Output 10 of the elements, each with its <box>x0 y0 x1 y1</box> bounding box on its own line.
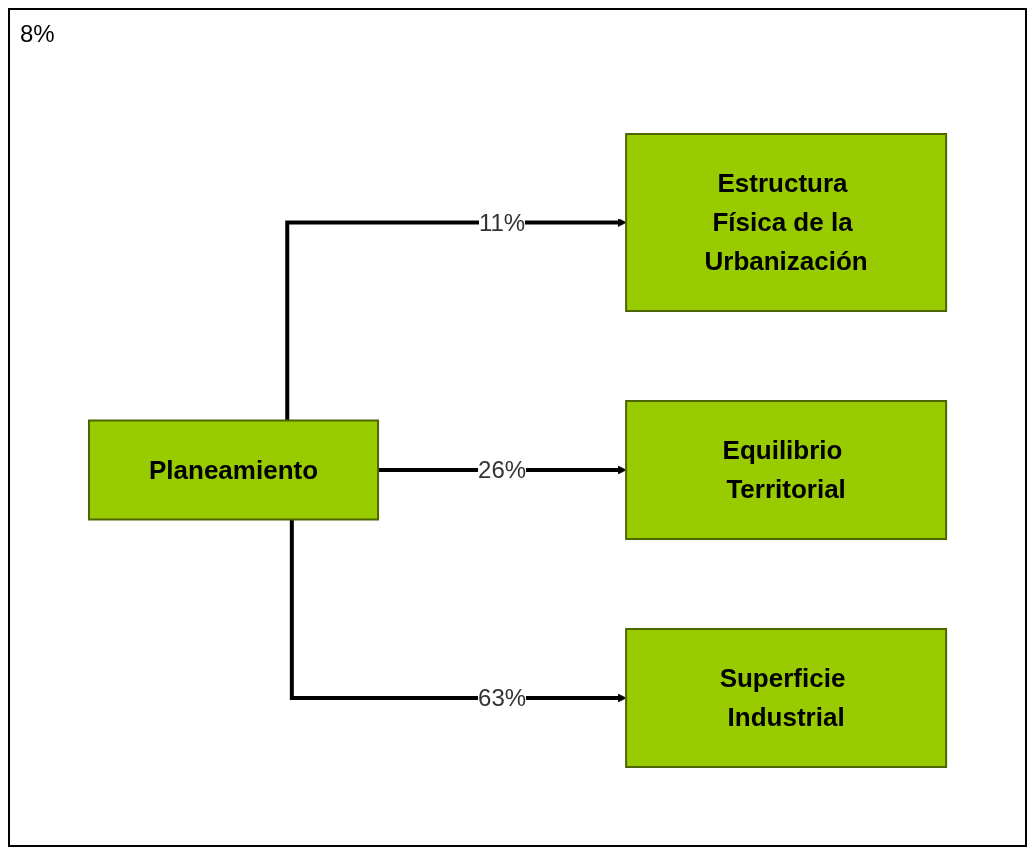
node-box: Equilibrio Territorial <box>625 399 948 540</box>
node-box: Superficie Industrial <box>625 627 948 768</box>
edge-label: 63% <box>478 683 527 711</box>
node-box: Planeamiento <box>87 419 379 520</box>
edge-label: 11% <box>478 208 526 235</box>
edge-label: 26% <box>478 455 527 483</box>
percentage-label: 8% <box>20 20 55 47</box>
node-box: Estructura Física de la Urbanización <box>625 132 948 312</box>
arrow <box>289 519 627 702</box>
arrow <box>285 217 627 420</box>
